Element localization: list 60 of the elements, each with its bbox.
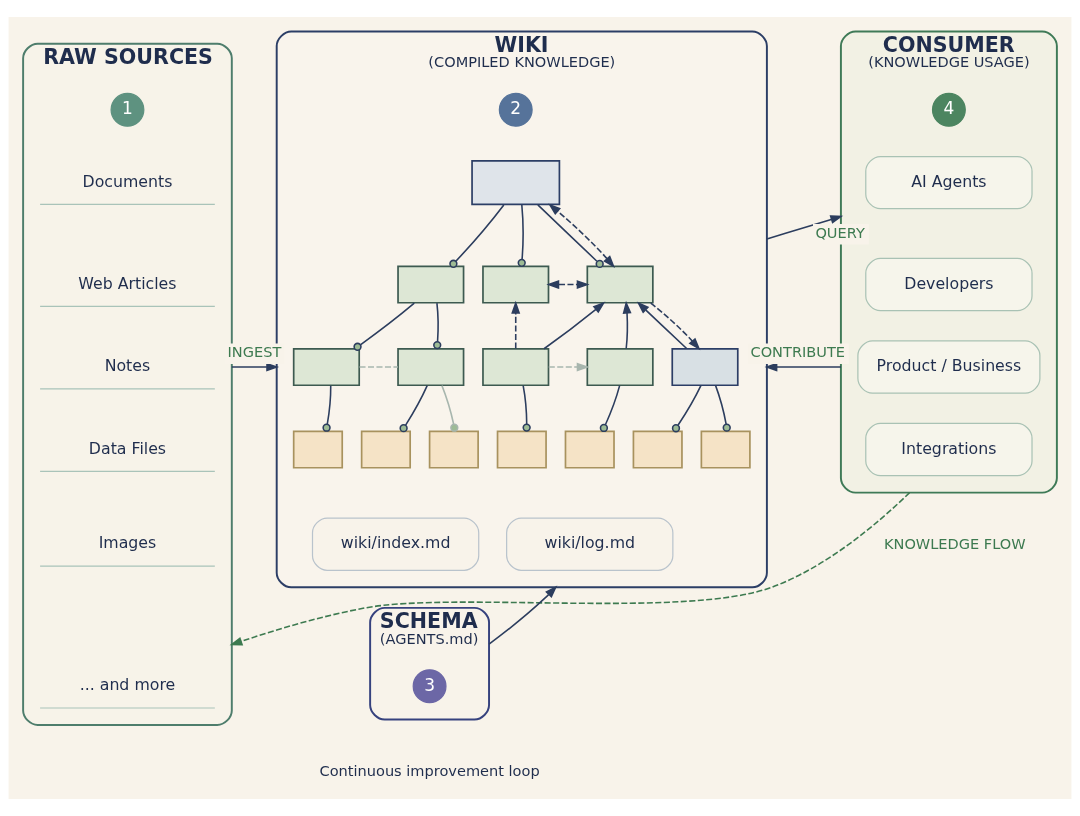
arrow [766, 215, 844, 240]
connector [522, 384, 531, 432]
arrow [231, 362, 280, 372]
arrow [547, 362, 590, 372]
arrow [511, 300, 521, 350]
edge-label: KNOWLEDGE FLOW [883, 534, 1026, 552]
connector [537, 204, 604, 269]
node-text: Data Files [88, 438, 167, 458]
arrow [546, 280, 590, 290]
connector [517, 204, 526, 268]
node-box [671, 348, 739, 387]
connector [599, 384, 621, 433]
connector [714, 384, 731, 432]
node-box: wiki/index.md [311, 517, 480, 571]
node-box: AI Agents [865, 155, 1033, 210]
node-text: Images [98, 533, 157, 553]
connector [322, 384, 332, 432]
connector [353, 302, 416, 351]
node-box [632, 430, 683, 469]
node-box [496, 430, 547, 469]
node-box [292, 348, 361, 387]
node-circle: 2 [498, 92, 533, 127]
connector [433, 302, 442, 350]
node-box [471, 159, 561, 206]
node-box: wiki/log.md [506, 517, 674, 571]
node-box [428, 430, 479, 469]
node-box: Integrations [865, 422, 1033, 477]
node-box [564, 430, 615, 469]
node-box: Product / Business [857, 340, 1041, 394]
node-circle: 1 [110, 92, 145, 127]
node-text: ... and more [79, 675, 176, 695]
label: Continuous improvement loop [319, 762, 540, 780]
arrow [543, 301, 606, 350]
node-text: Notes [104, 356, 151, 376]
node-box [586, 348, 654, 387]
node-circle: 3 [412, 669, 447, 704]
node-text: Web Articles [78, 273, 177, 293]
arrow [636, 301, 688, 350]
node-box [360, 430, 412, 469]
connector [358, 366, 399, 368]
node-box [482, 348, 550, 387]
node-box [397, 265, 465, 304]
node-box [397, 348, 465, 387]
node-box [292, 430, 344, 469]
node-circle: 4 [931, 92, 966, 127]
node-box [586, 265, 654, 304]
arrow [548, 203, 615, 269]
arrow [488, 585, 558, 645]
node-box: Developers [865, 257, 1033, 312]
node-text: Documents [82, 171, 173, 191]
connector [441, 384, 459, 432]
arrow [764, 362, 842, 372]
arrow [649, 302, 701, 351]
arrow [229, 491, 911, 646]
connector [449, 204, 505, 268]
connector [399, 384, 428, 433]
node-box [482, 265, 550, 304]
node-box [700, 430, 751, 469]
connector [671, 384, 702, 433]
arrow [622, 300, 632, 350]
